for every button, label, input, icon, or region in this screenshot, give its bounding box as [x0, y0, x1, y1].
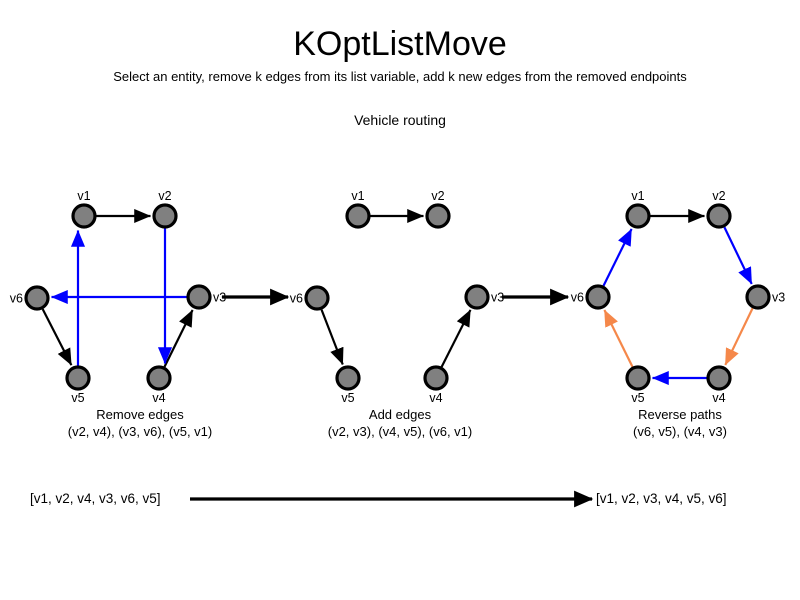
edge-v3-to-v4	[724, 307, 754, 366]
node-label: v5	[341, 391, 354, 405]
flow-arrows-layer	[190, 288, 594, 508]
node-circle[interactable]	[745, 284, 771, 310]
node-label: v4	[152, 391, 165, 405]
node-add-edges-v6[interactable]: v6	[290, 285, 330, 311]
node-circle[interactable]	[464, 284, 490, 310]
node-label: v1	[351, 189, 364, 203]
node-remove-edges-v4[interactable]: v4	[146, 365, 172, 405]
node-reverse-paths-v3[interactable]: v3	[745, 284, 785, 310]
node-label: v3	[213, 291, 226, 305]
node-circle[interactable]	[65, 365, 91, 391]
node-circle[interactable]	[304, 285, 330, 311]
node-label: v4	[429, 391, 442, 405]
edge-v5-to-v6	[603, 309, 634, 368]
node-remove-edges-v5[interactable]: v5	[65, 365, 91, 405]
caption-title: Reverse paths	[638, 407, 722, 422]
node-add-edges-v1[interactable]: v1	[345, 189, 371, 229]
node-remove-edges-v3[interactable]: v3	[186, 284, 226, 310]
nodes-layer: v1 v2 v3 v4 v5 v6 v1 v2 v3 v4 v5 v6 v1 v2 v3 v4 v5 v6	[10, 189, 785, 405]
node-label: v4	[712, 391, 725, 405]
edge-v6-to-v1	[602, 228, 633, 287]
page-title: KOptListMove	[293, 25, 507, 63]
node-circle[interactable]	[345, 203, 371, 229]
node-circle[interactable]	[425, 203, 451, 229]
list-before: [v1, v2, v4, v3, v6, v5]	[30, 491, 161, 506]
node-circle[interactable]	[152, 203, 178, 229]
node-reverse-paths-v2[interactable]: v2	[706, 189, 732, 229]
node-add-edges-v2[interactable]: v2	[425, 189, 451, 229]
node-circle[interactable]	[625, 365, 651, 391]
node-add-edges-v5[interactable]: v5	[335, 365, 361, 405]
node-label: v6	[290, 292, 303, 306]
section-label: Vehicle routing	[354, 112, 446, 128]
node-circle[interactable]	[146, 365, 172, 391]
node-remove-edges-v2[interactable]: v2	[152, 189, 178, 229]
edge-v2-to-v3	[723, 226, 753, 285]
page-subtitle: Select an entity, remove k edges from it…	[113, 69, 687, 84]
node-label: v6	[10, 292, 23, 306]
caption-title: Remove edges	[96, 407, 184, 422]
node-reverse-paths-v4[interactable]: v4	[706, 365, 732, 405]
node-label: v1	[77, 189, 90, 203]
node-label: v5	[631, 391, 644, 405]
node-circle[interactable]	[186, 284, 212, 310]
node-circle[interactable]	[71, 203, 97, 229]
node-circle[interactable]	[423, 365, 449, 391]
node-circle[interactable]	[706, 203, 732, 229]
node-circle[interactable]	[585, 284, 611, 310]
node-label: v3	[772, 291, 785, 305]
node-label: v3	[491, 291, 504, 305]
edge-v4-to-v3	[440, 309, 472, 368]
node-remove-edges-v1[interactable]: v1	[71, 189, 97, 229]
list-after: [v1, v2, v3, v4, v5, v6]	[596, 491, 727, 506]
node-circle[interactable]	[706, 365, 732, 391]
edge-v6-to-v5	[320, 309, 344, 365]
node-reverse-paths-v5[interactable]: v5	[625, 365, 651, 405]
node-label: v2	[712, 189, 725, 203]
node-label: v6	[571, 291, 584, 305]
node-add-edges-v3[interactable]: v3	[464, 284, 504, 310]
caption-detail: (v6, v5), (v4, v3)	[633, 424, 727, 439]
node-label: v5	[71, 391, 84, 405]
node-reverse-paths-v6[interactable]: v6	[571, 284, 611, 310]
node-add-edges-v4[interactable]: v4	[423, 365, 449, 405]
caption-add-edges: Add edges (v2, v3), (v4, v5), (v6, v1)	[275, 406, 525, 440]
edge-v6-to-v5	[41, 308, 73, 366]
caption-title: Add edges	[368, 407, 432, 422]
node-label: v2	[158, 189, 171, 203]
caption-reverse-paths: Reverse paths (v6, v5), (v4, v3)	[560, 406, 800, 440]
node-reverse-paths-v1[interactable]: v1	[625, 189, 651, 229]
node-label: v2	[431, 189, 444, 203]
node-circle[interactable]	[625, 203, 651, 229]
caption-remove-edges: Remove edges (v2, v4), (v3, v6), (v5, v1…	[0, 406, 280, 440]
node-label: v1	[631, 189, 644, 203]
caption-detail: (v2, v4), (v3, v6), (v5, v1)	[67, 424, 213, 439]
edge-v4-to-v3	[163, 309, 194, 368]
edges-layer	[41, 208, 754, 386]
node-remove-edges-v6[interactable]: v6	[10, 285, 50, 311]
caption-detail: (v2, v3), (v4, v5), (v6, v1)	[327, 424, 473, 439]
node-circle[interactable]	[24, 285, 50, 311]
node-circle[interactable]	[335, 365, 361, 391]
